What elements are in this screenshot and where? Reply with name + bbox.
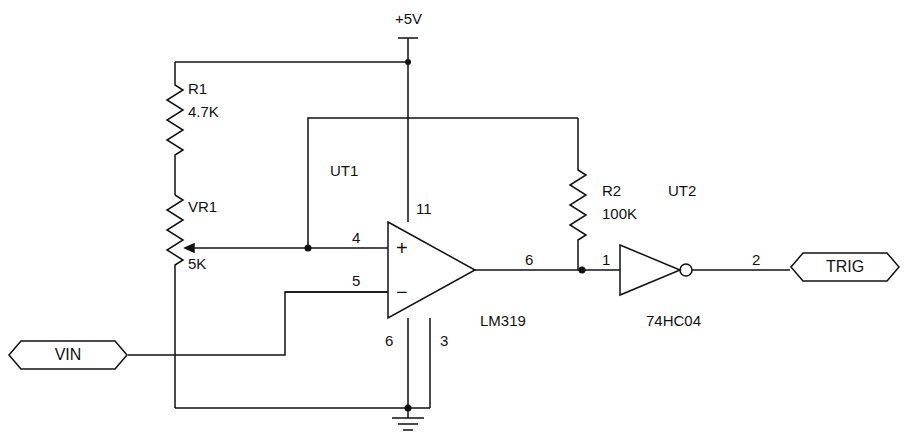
junction-dot	[405, 59, 411, 65]
supply-wire	[175, 61, 408, 63]
input-polarity: −	[396, 281, 408, 303]
part-name: UT1	[330, 162, 358, 179]
part-name: R1	[188, 80, 207, 97]
pin-number: 4	[352, 229, 360, 246]
junction-dot	[405, 405, 412, 412]
pin-number: 5	[352, 272, 360, 289]
signal-port: TRIG	[790, 252, 900, 282]
pin-number: 6	[385, 332, 393, 349]
port-name: TRIG	[790, 252, 900, 282]
signal-port: VIN	[8, 340, 128, 370]
output-wire	[692, 269, 790, 271]
junction-dot	[305, 245, 312, 252]
part-name: R2	[602, 182, 621, 199]
pin-number: 3	[440, 332, 448, 349]
inverter-bubble	[680, 264, 692, 276]
input-polarity: +	[396, 237, 408, 259]
feedback-wire	[308, 118, 578, 248]
pin-number: 2	[752, 251, 760, 268]
ground-symbol	[392, 418, 424, 430]
ground-wire	[175, 318, 430, 418]
supply-symbol	[398, 38, 418, 222]
part-value: 5K	[188, 255, 206, 272]
wiper-wire	[188, 247, 388, 249]
part-name: UT2	[668, 182, 696, 199]
inverter-symbol	[620, 245, 680, 295]
pin-number: 6	[525, 251, 533, 268]
resistor-symbol	[167, 62, 183, 195]
pin-number: 1	[602, 251, 610, 268]
port-name: VIN	[8, 340, 128, 370]
output-wire	[475, 269, 620, 271]
part-value: LM319	[480, 312, 526, 329]
comparator-symbol: +−	[388, 222, 475, 318]
resistor-symbol	[570, 118, 586, 270]
part-value: 74HC04	[646, 312, 701, 329]
supply-label: +5V	[395, 10, 422, 27]
part-name: VR1	[188, 198, 217, 215]
comparator-outline	[388, 222, 475, 318]
signal-wire	[128, 292, 388, 355]
potentiometer-symbol	[167, 195, 183, 408]
junction-dot	[579, 267, 586, 274]
wiper-arrow	[185, 244, 194, 252]
part-value: 100K	[602, 205, 637, 222]
pin-number: 11	[416, 200, 432, 217]
part-value: 4.7K	[188, 103, 219, 120]
